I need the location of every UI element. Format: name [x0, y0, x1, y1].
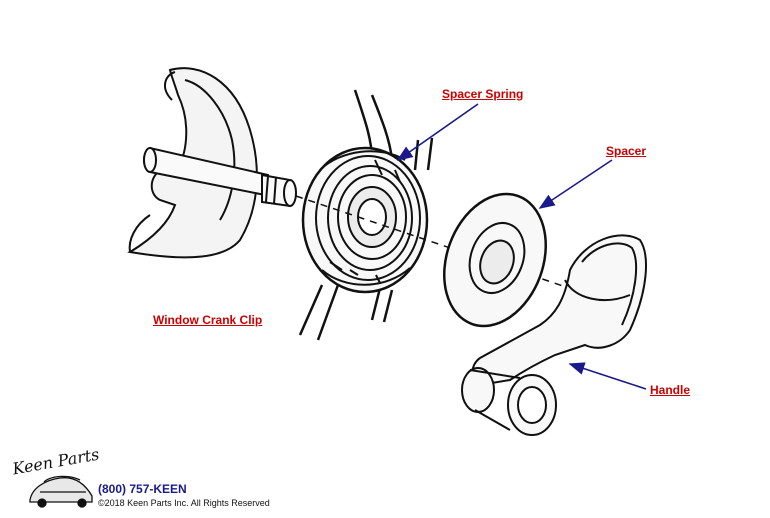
spacer-callout[interactable]: Spacer	[606, 144, 647, 158]
spacer-spring-leader	[396, 103, 479, 161]
inner-panel-struts	[298, 89, 434, 341]
handle-leader	[568, 362, 647, 390]
phone-number: (800) 757-KEEN	[98, 482, 187, 496]
spacer-leader	[538, 159, 613, 209]
handle-part	[461, 234, 647, 436]
axis-line	[295, 195, 576, 291]
leader-arrows	[396, 103, 647, 390]
window-crank-clip-callout[interactable]: Window Crank Clip	[153, 313, 263, 327]
copyright-notice: ©2018 Keen Parts Inc. All Rights Reserve…	[98, 498, 270, 508]
keen-parts-logo-car	[29, 475, 93, 508]
spacer-spring-part	[301, 146, 429, 294]
handle-callout[interactable]: Handle	[650, 383, 691, 397]
spacer-part	[443, 192, 547, 328]
spacer-spring-callout[interactable]: Spacer Spring	[442, 87, 524, 101]
regulator-shaft	[143, 146, 297, 208]
